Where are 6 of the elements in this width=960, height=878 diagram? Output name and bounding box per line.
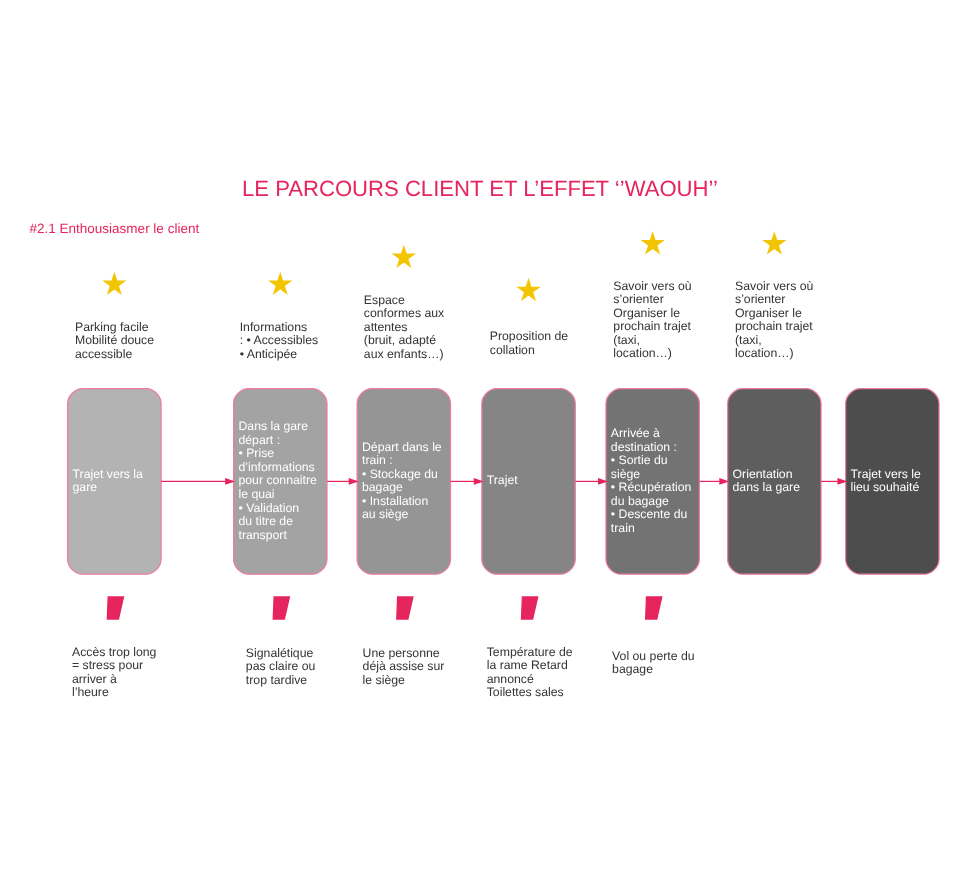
diagram-title: LE PARCOURS CLIENT ET L’EFFET ‘’WAOUH’’ xyxy=(242,177,718,202)
arrow xyxy=(699,477,730,485)
arrow xyxy=(449,477,484,485)
arrow xyxy=(160,477,236,485)
arrow xyxy=(574,477,608,485)
arrow xyxy=(326,477,359,485)
